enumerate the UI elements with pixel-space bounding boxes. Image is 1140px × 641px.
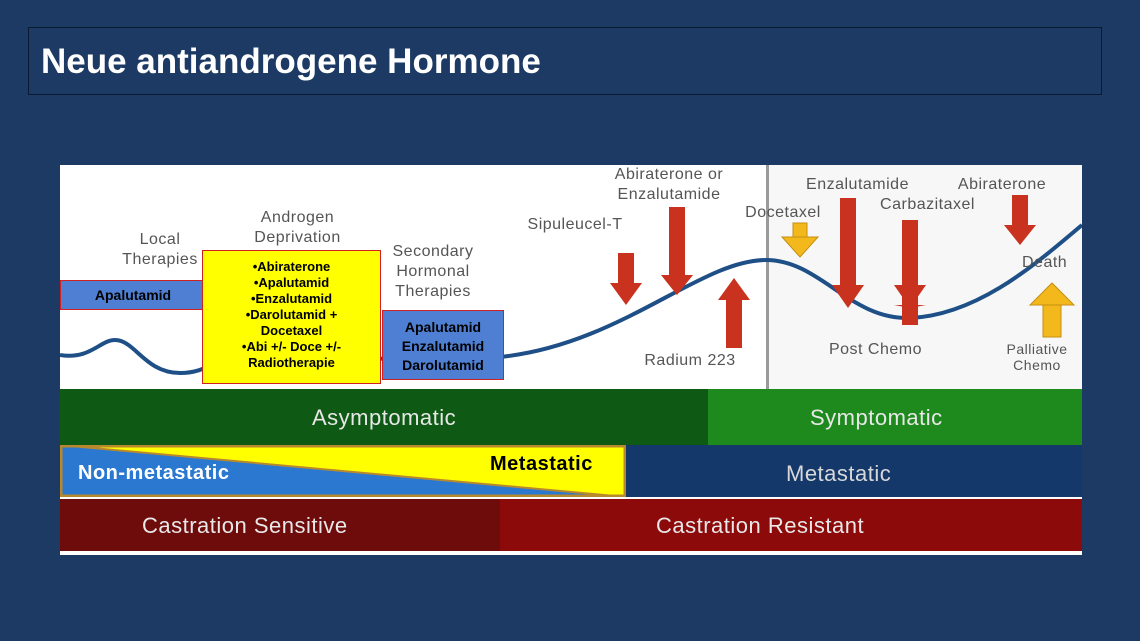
asymptomatic-segment [60, 389, 708, 445]
metastasis-svg [60, 445, 1082, 497]
enzalutamide-arrow [832, 198, 864, 308]
metastatic-right-label: Metastatic [786, 461, 892, 486]
castration-sensitive-segment [60, 499, 500, 551]
carbazitaxel-label: Carbazitaxel [880, 196, 975, 213]
sipuleucel-arrow [610, 253, 642, 305]
yellow-item: •Darolutamid + [245, 307, 338, 322]
symptomatic-segment [708, 389, 1082, 445]
abiraterone-label: Abiraterone [957, 176, 1047, 193]
yellow-item: •Apalutamid [253, 275, 330, 290]
yellow-item: •Abiraterone [252, 259, 331, 274]
blue-item: Enzalutamid [401, 338, 485, 354]
yellow-item: •Abi +/- Doce +/- [241, 339, 342, 354]
metastatic-yellow-label: Metastatic [490, 453, 593, 475]
death-label: Death [1022, 254, 1068, 271]
metastasis-bar: Non-metastatic Metastatic Metastatic [60, 445, 1082, 497]
metastasis-triangle-border [60, 445, 627, 497]
abiraterone-or-enzalutamide-label: Abiraterone or Enzalutamide [614, 166, 724, 203]
castration-resistant-segment [500, 499, 1082, 551]
local-therapies-label: Local Therapies [122, 231, 198, 268]
secondary-therapy-box: Apalutamid Enzalutamid Darolutamid [382, 310, 504, 380]
sipuleucel-label: Sipuleucel-T [527, 216, 623, 233]
disease-progression-figure: Local Therapies Androgen Deprivation Sec… [60, 165, 1082, 555]
disease-progression-curve [60, 223, 1082, 376]
secondary-hormonal-label: Secondary Hormonal Therapies [392, 243, 474, 300]
asymptomatic-label: Asymptomatic [312, 405, 457, 430]
blue-item: Apalutamid [404, 319, 482, 335]
apalutamid-box: Apalutamid [60, 280, 206, 310]
symptom-bar: Asymptomatic Symptomatic [60, 389, 1082, 445]
palliative-chemo-label: Palliative Chemo [1006, 341, 1068, 373]
yellow-item: Radiotherapie [248, 355, 335, 370]
abiraterone-or-enzalutamide-arrow [661, 207, 693, 295]
docetaxel-label: Docetaxel [745, 204, 821, 221]
castration-bar: Castration Sensitive Castration Resistan… [60, 499, 1082, 551]
yellow-therapy-box: •Abiraterone •Apalutamid •Enzalutamid •D… [202, 250, 381, 384]
abiraterone-arrow [1004, 195, 1036, 245]
blue-item: Darolutamid [402, 357, 484, 373]
enzalutamide-label: Enzalutamide [806, 176, 909, 193]
yellow-item: •Enzalutamid [250, 291, 333, 306]
androgen-deprivation-label: Androgen Deprivation [254, 209, 341, 246]
carbazitaxel-arrow [894, 220, 926, 325]
castration-sensitive-label: Castration Sensitive [142, 513, 348, 538]
post-docetaxel-panel [768, 165, 1082, 389]
symptomatic-label: Symptomatic [810, 405, 943, 430]
metastatic-right-segment [626, 445, 1082, 497]
title-box: Neue antiandrogene Hormone [28, 27, 1102, 95]
yellow-item: Docetaxel [260, 323, 323, 338]
palliative-chemo-arrow [1028, 282, 1076, 338]
post-chemo-label: Post Chemo [828, 341, 923, 358]
panel-divider [766, 165, 769, 389]
docetaxel-arrow [780, 222, 820, 258]
non-metastatic-label: Non-metastatic [78, 462, 230, 484]
slide-title: Neue antiandrogene Hormone [41, 42, 541, 81]
radium-label: Radium 223 [644, 352, 736, 369]
disease-curve-svg [60, 195, 1082, 376]
castration-resistant-label: Castration Resistant [656, 513, 865, 538]
radium-arrow [718, 278, 750, 348]
